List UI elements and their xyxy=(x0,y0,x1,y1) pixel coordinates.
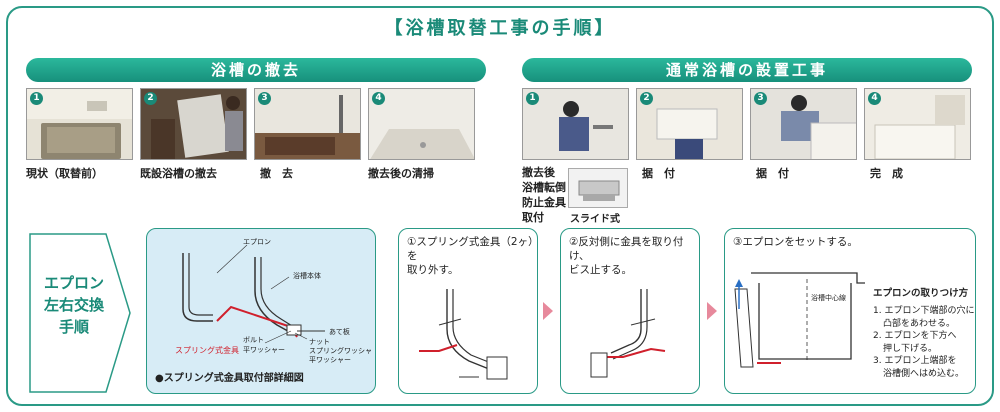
removal-caption-1: 現状（取替前） xyxy=(26,167,103,180)
flat-washer-label: 平ワッシャー xyxy=(309,356,351,364)
set-apron-diagram xyxy=(734,272,865,368)
how-to-steps: 1. エプロン下端部の穴に 凸部をあわせる。 2. エプロンを下方へ 押し下げる… xyxy=(873,305,974,380)
how-line: 押し下げる。 xyxy=(883,343,938,354)
step-number-badge: 3 xyxy=(258,92,271,105)
step-number-badge: 1 xyxy=(30,92,43,105)
attach-fitting-diagram xyxy=(590,289,666,378)
install-photo-2: 2 xyxy=(636,88,743,160)
removal-caption-2: 既設浴槽の撤去 xyxy=(140,167,217,180)
apron-label: エプロン xyxy=(243,238,271,246)
center-line-label: 浴槽中心線 xyxy=(811,294,846,302)
step3-panel: ③エプロンをセットする。 浴槽中心線 エプロンの取りつけ方 1. エプロン下端部… xyxy=(724,228,976,394)
spring-fitting-diagram xyxy=(182,244,325,344)
install-caption-4: 完 成 xyxy=(870,167,903,180)
slide-bracket-image xyxy=(578,180,620,201)
step-number-badge: 1 xyxy=(526,92,539,105)
completed-bath-image xyxy=(865,89,970,159)
detail-caption: ●スプリング式金具取付部詳細図 xyxy=(155,373,304,384)
flow-arrow-1 xyxy=(543,302,553,320)
install-caption-1: 撤去後 浴槽転倒 防止金具 取付 xyxy=(522,165,566,225)
removal-photo-2: 2 xyxy=(140,88,247,160)
how-line: 2. エプロンを下方へ xyxy=(873,331,957,341)
step3-text: ③エプロンをセットする。 xyxy=(733,236,858,248)
spring-washer-label: スプリングワッシャー xyxy=(309,347,372,365)
caption-line: 撤去後 xyxy=(522,166,555,179)
cleaned-space-image xyxy=(369,89,474,159)
page-title: 【浴槽取替工事の手順】 xyxy=(384,18,616,39)
installing-tub-image xyxy=(637,89,742,159)
step2-text: ②反対側に金具を取り付け、 ビス止する。 xyxy=(569,235,699,277)
flow-arrow-2 xyxy=(707,302,717,320)
install-caption-2: 据 付 xyxy=(642,167,675,180)
caption-line: 取付 xyxy=(522,211,544,224)
how-line: 浴槽側へはめ込む。 xyxy=(883,368,965,379)
step1-text: ①スプリング式金具（2ヶ）を 取り外す。 xyxy=(407,235,537,277)
spring-fitting-label: スプリング式金具 xyxy=(175,346,239,355)
how-to-title: エプロンの取りつけ方 xyxy=(873,288,969,299)
apron-procedure-label-box xyxy=(29,233,131,393)
slide-bracket-inset xyxy=(568,168,628,208)
removal-caption-3: 撤 去 xyxy=(260,167,293,180)
washer-label: 平ワッシャー xyxy=(243,346,285,354)
removal-photo-4: 4 xyxy=(368,88,475,160)
removal-photo-1: 1 xyxy=(26,88,133,160)
removal-section-header: 浴槽の撤去 xyxy=(26,58,486,82)
how-line: 凸部をあわせる。 xyxy=(883,318,956,329)
step-number-badge: 4 xyxy=(868,92,881,105)
step2-panel: ②反対側に金具を取り付け、 ビス止する。 xyxy=(560,228,700,394)
backing-board-label: あて板 xyxy=(329,328,350,336)
install-photo-4: 4 xyxy=(864,88,971,160)
removed-space-image xyxy=(255,89,360,159)
label-line: 手順 xyxy=(58,318,89,336)
step-number-badge: 4 xyxy=(372,92,385,105)
step-number-badge: 2 xyxy=(640,92,653,105)
how-line: 1. エプロン下端部の穴に xyxy=(873,306,975,316)
step-number-badge: 3 xyxy=(754,92,767,105)
slide-type-label: スライド式 xyxy=(570,214,620,225)
removal-photo-3: 3 xyxy=(254,88,361,160)
step-number-badge: 2 xyxy=(144,92,157,105)
install-section-header: 通常浴槽の設置工事 xyxy=(522,58,972,82)
install-photo-3: 3 xyxy=(750,88,857,160)
how-line: 3. エプロン上端部を xyxy=(873,356,957,366)
remove-fitting-diagram xyxy=(419,289,508,380)
install-photo-1: 1 xyxy=(522,88,629,160)
text-line: 取り外す。 xyxy=(407,264,459,276)
text-line: ①スプリング式金具（2ヶ）を xyxy=(407,236,534,262)
removal-caption-4: 撤去後の清掃 xyxy=(368,167,434,180)
text-line: ビス止する。 xyxy=(569,264,632,276)
label-line: エプロン xyxy=(43,274,104,292)
bathroom-before-image xyxy=(27,89,132,159)
label-line: 左右交換 xyxy=(43,296,104,314)
apron-procedure-label: エプロン 左右交換 手順 xyxy=(28,272,120,338)
placing-tub-image xyxy=(751,89,856,159)
tub-body-label: 浴槽本体 xyxy=(293,272,321,280)
workers-lifting-tub-image xyxy=(141,89,246,159)
bolt-label: ボルト xyxy=(243,336,264,344)
step1-panel: ①スプリング式金具（2ヶ）を 取り外す。 xyxy=(398,228,538,394)
nut-label: ナット xyxy=(309,338,330,346)
worker-fitting-bracket-image xyxy=(523,89,628,159)
text-line: ②反対側に金具を取り付け、 xyxy=(569,236,684,262)
caption-line: 防止金具 xyxy=(522,196,566,209)
caption-line: 浴槽転倒 xyxy=(522,181,566,194)
install-caption-3: 据 付 xyxy=(756,167,789,180)
detail-diagram-panel: エプロン 浴槽本体 あて板 ボルト 平ワッシャー ナット スプリングワッシャー … xyxy=(146,228,376,394)
